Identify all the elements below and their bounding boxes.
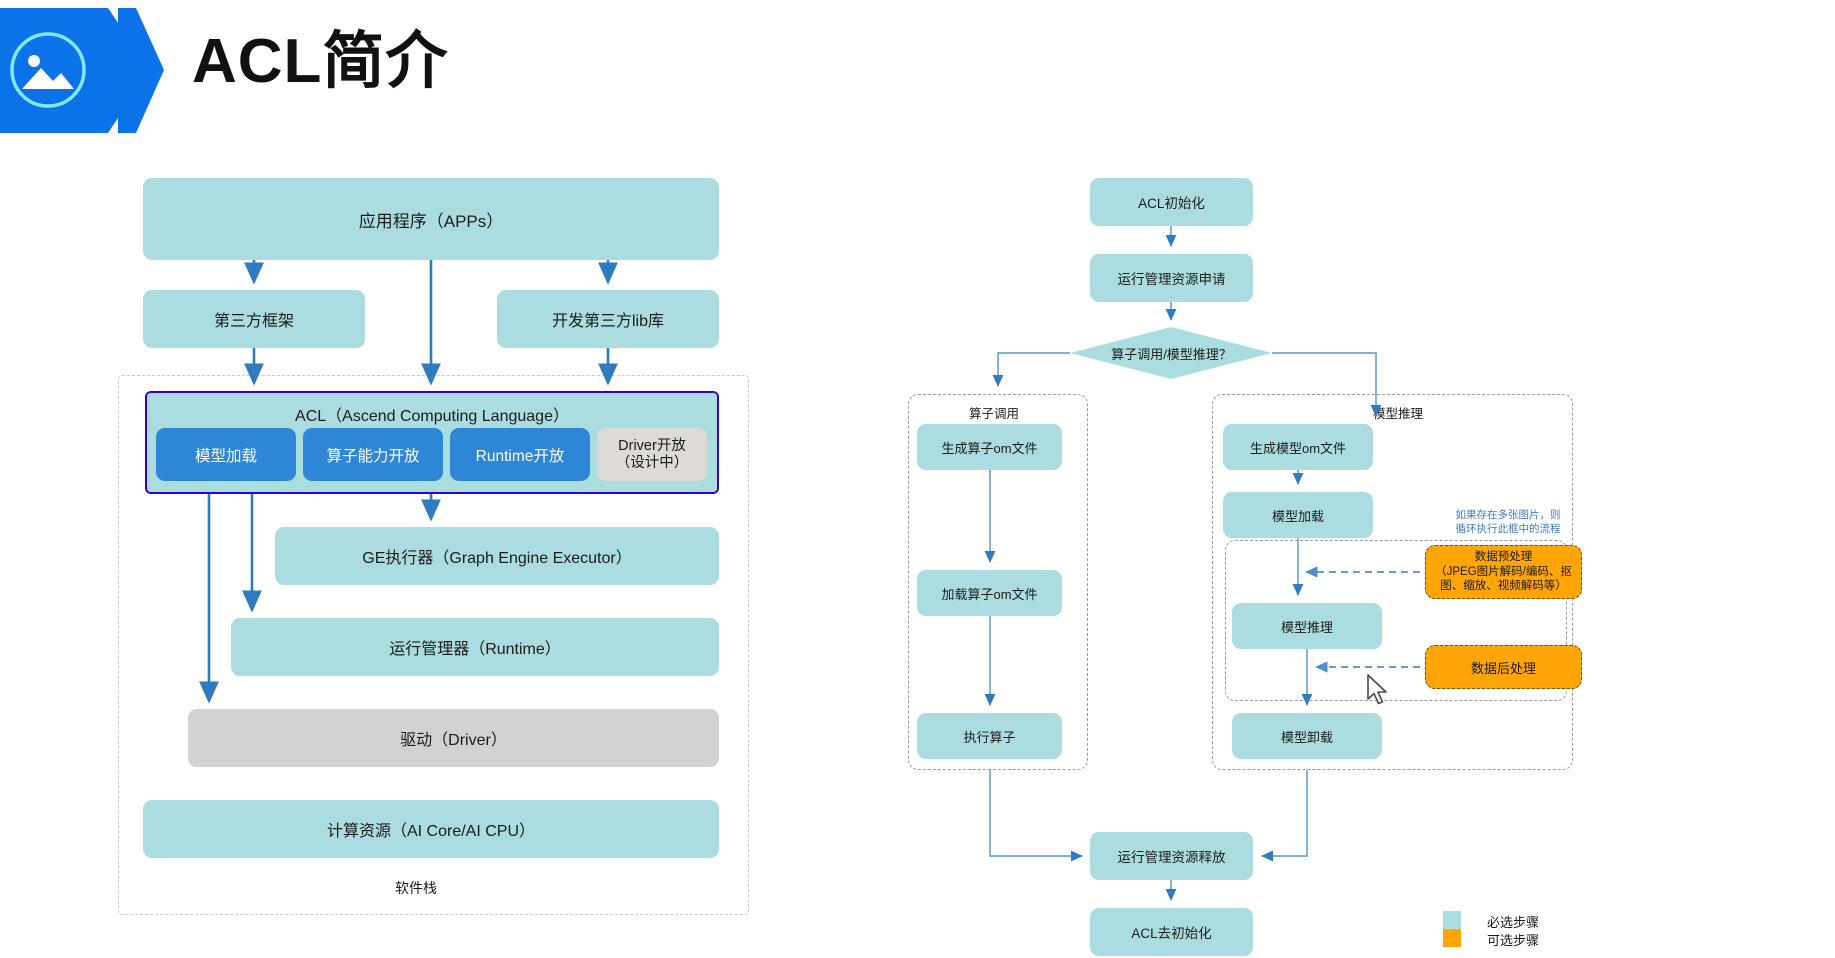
image-placeholder-icon xyxy=(10,32,86,108)
node-model-unload[interactable]: 模型卸载 xyxy=(1232,713,1382,759)
node-third-party-lib[interactable]: 开发第三方lib库 xyxy=(497,290,719,348)
node-gen-model-om[interactable]: 生成模型om文件 xyxy=(1223,424,1373,470)
node-data-preprocess[interactable]: 数据预处理 （JPEG图片解码/编码、抠 图、缩放、视频解码等） xyxy=(1425,545,1582,599)
acl-frame xyxy=(145,391,719,494)
header-chevron-shape xyxy=(118,8,164,133)
node-apps[interactable]: 应用程序（APPs） xyxy=(143,178,719,260)
node-exec-operator[interactable]: 执行算子 xyxy=(917,713,1062,759)
node-third-party-framework[interactable]: 第三方框架 xyxy=(143,290,365,348)
node-gen-operator-om[interactable]: 生成算子om文件 xyxy=(917,424,1062,470)
legend-swatch-optional xyxy=(1443,929,1461,947)
node-resource-apply[interactable]: 运行管理资源申请 xyxy=(1090,254,1253,302)
node-runtime[interactable]: 运行管理器（Runtime） xyxy=(231,618,719,676)
operator-branch-group xyxy=(908,394,1088,770)
legend-label-required: 必选步骤 xyxy=(1487,915,1540,930)
node-load-operator-om[interactable]: 加载算子om文件 xyxy=(917,570,1062,616)
acl-module-operator-capability[interactable]: 算子能力开放 xyxy=(303,428,443,481)
node-acl-init[interactable]: ACL初始化 xyxy=(1090,178,1253,226)
node-resource-release[interactable]: 运行管理资源释放 xyxy=(1090,832,1253,880)
node-model-inference[interactable]: 模型推理 xyxy=(1232,603,1382,649)
node-data-postprocess[interactable]: 数据后处理 xyxy=(1425,645,1582,689)
node-compute-resource[interactable]: 计算资源（AI Core/AI CPU） xyxy=(143,800,719,858)
node-decision[interactable]: 算子调用/模型推理？ xyxy=(1111,346,1232,362)
node-model-load[interactable]: 模型加载 xyxy=(1223,492,1373,538)
node-driver[interactable]: 驱动（Driver） xyxy=(188,709,719,767)
node-acl-deinit[interactable]: ACL去初始化 xyxy=(1090,908,1253,956)
page-title: ACL简介 xyxy=(192,27,449,96)
inference-branch-title: 模型推理 xyxy=(1367,403,1430,422)
legend-label-optional: 可选步骤 xyxy=(1487,933,1540,948)
acl-module-driver-open[interactable]: Driver开放 （设计中） xyxy=(597,428,707,481)
mouse-pointer-icon xyxy=(1367,674,1387,705)
inference-loop-note: 如果存在多张图片，则 循环执行此框中的流程 xyxy=(1455,509,1561,536)
acl-module-runtime-open[interactable]: Runtime开放 xyxy=(450,428,590,481)
legend-swatch-required xyxy=(1443,911,1461,929)
software-stack-label: 软件栈 xyxy=(395,880,437,896)
operator-branch-title: 算子调用 xyxy=(963,403,1026,422)
node-ge-executor[interactable]: GE执行器（Graph Engine Executor） xyxy=(275,527,719,585)
acl-module-model-load[interactable]: 模型加载 xyxy=(156,428,296,481)
inference-loop-group xyxy=(1225,540,1567,701)
